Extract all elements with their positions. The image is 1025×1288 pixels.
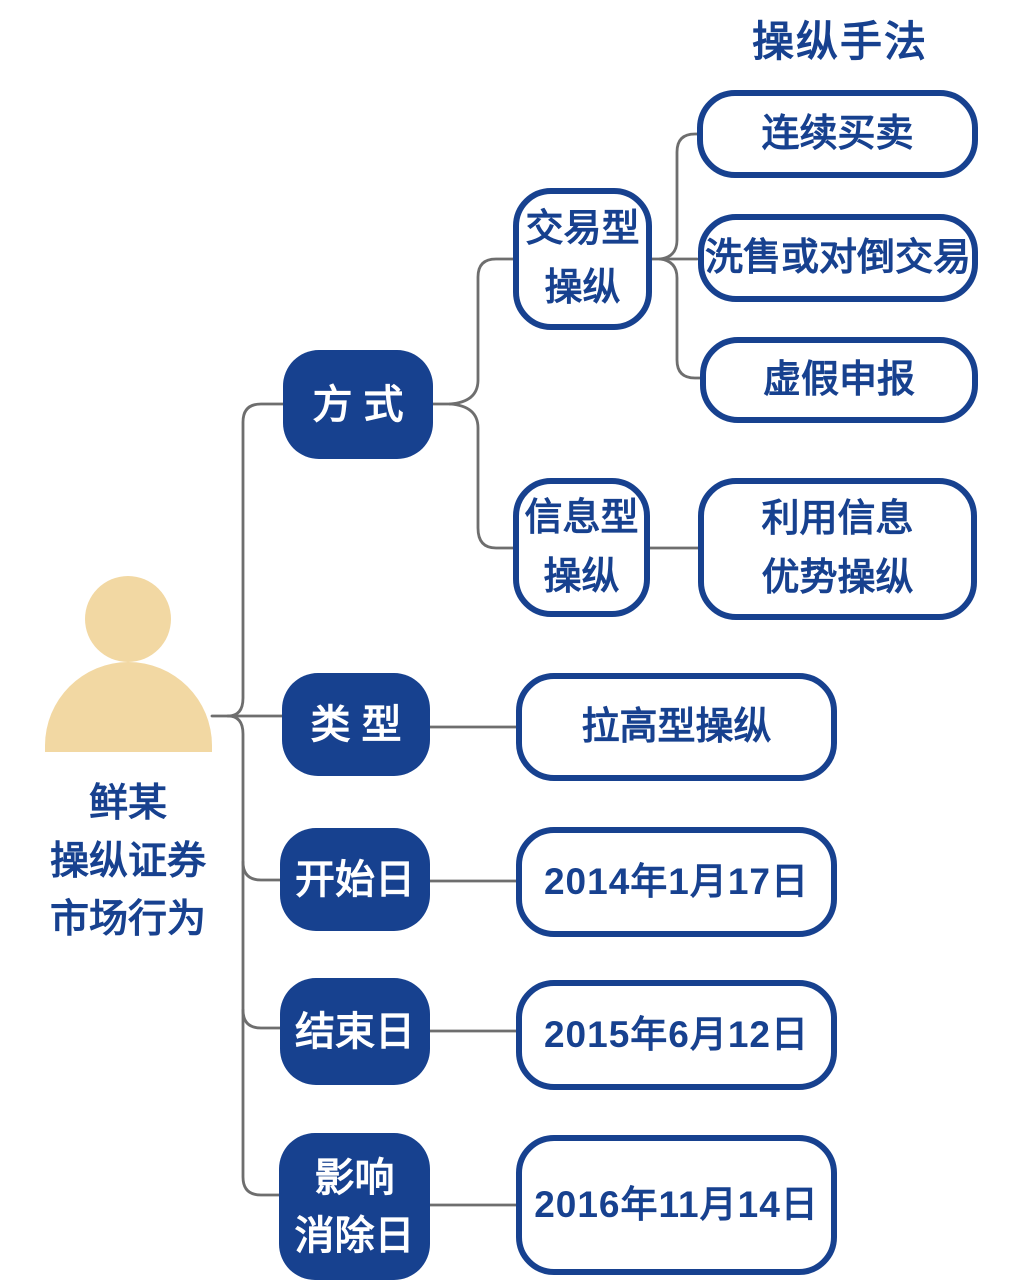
node-start-label: 开始日 <box>295 857 415 902</box>
node-info-advantage-label-line2: 优势操纵 <box>761 557 914 599</box>
root-label-line1: 鲜某 <box>88 782 167 825</box>
node-impact-label-line2: 消除日 <box>294 1213 415 1258</box>
diagram-title: 操纵手法 <box>751 18 928 65</box>
edge-method-info <box>448 402 515 550</box>
root-label: 鲜某 操纵证券 市场行为 <box>18 775 238 949</box>
node-method-label: 方 式 <box>312 382 404 427</box>
node-impact: 影响 消除日 <box>279 1133 430 1280</box>
node-trade-label-line1: 交易型 <box>525 208 640 251</box>
edge-root-end <box>241 1008 282 1030</box>
node-wash-sale-label: 洗售或对倒交易 <box>704 236 971 279</box>
node-fake-declaration-label: 虚假申报 <box>762 358 915 401</box>
node-start-date-label: 2014年1月17日 <box>543 861 810 903</box>
node-impact-date-label: 2016年11月14日 <box>534 1184 819 1226</box>
node-wash-sale: 洗售或对倒交易 <box>698 214 978 302</box>
node-type-value-label: 拉高型操纵 <box>581 705 772 748</box>
edge-root-method <box>226 402 285 718</box>
edge-root-impact <box>226 714 281 1197</box>
node-trade-manipulation: 交易型 操纵 <box>513 188 652 330</box>
node-type-value: 拉高型操纵 <box>516 673 837 781</box>
person-icon <box>85 576 171 662</box>
node-end-date-label: 2015年6月12日 <box>543 1014 810 1056</box>
node-info-label-line1: 信息型 <box>524 496 639 539</box>
root-label-line3: 市场行为 <box>49 898 206 941</box>
node-method: 方 式 <box>283 350 433 459</box>
root-label-line2: 操纵证券 <box>49 840 206 883</box>
node-end-date: 2015年6月12日 <box>516 980 837 1090</box>
node-trade-label-line2: 操纵 <box>544 267 621 309</box>
node-continuous-trading: 连续买卖 <box>697 90 978 178</box>
edge-trade-fake <box>658 257 702 380</box>
edge-trade-continuous <box>658 132 699 261</box>
edge-method-trade <box>448 257 515 406</box>
node-start-date: 2014年1月17日 <box>516 827 837 937</box>
node-start: 开始日 <box>280 828 430 931</box>
node-type-label: 类 型 <box>310 702 402 747</box>
node-type: 类 型 <box>282 673 430 776</box>
node-fake-declaration: 虚假申报 <box>700 337 978 423</box>
node-info-label-line2: 操纵 <box>543 555 620 598</box>
node-continuous-trading-label: 连续买卖 <box>761 112 914 155</box>
node-info-advantage: 利用信息 优势操纵 <box>698 478 977 620</box>
edge-root-start <box>241 860 282 882</box>
node-end: 结束日 <box>280 978 430 1085</box>
node-impact-label-line1: 影响 <box>314 1155 395 1200</box>
node-impact-date: 2016年11月14日 <box>516 1135 837 1275</box>
node-info-manipulation: 信息型 操纵 <box>513 478 650 617</box>
node-end-label: 结束日 <box>295 1009 415 1054</box>
node-info-advantage-label-line1: 利用信息 <box>761 498 914 541</box>
